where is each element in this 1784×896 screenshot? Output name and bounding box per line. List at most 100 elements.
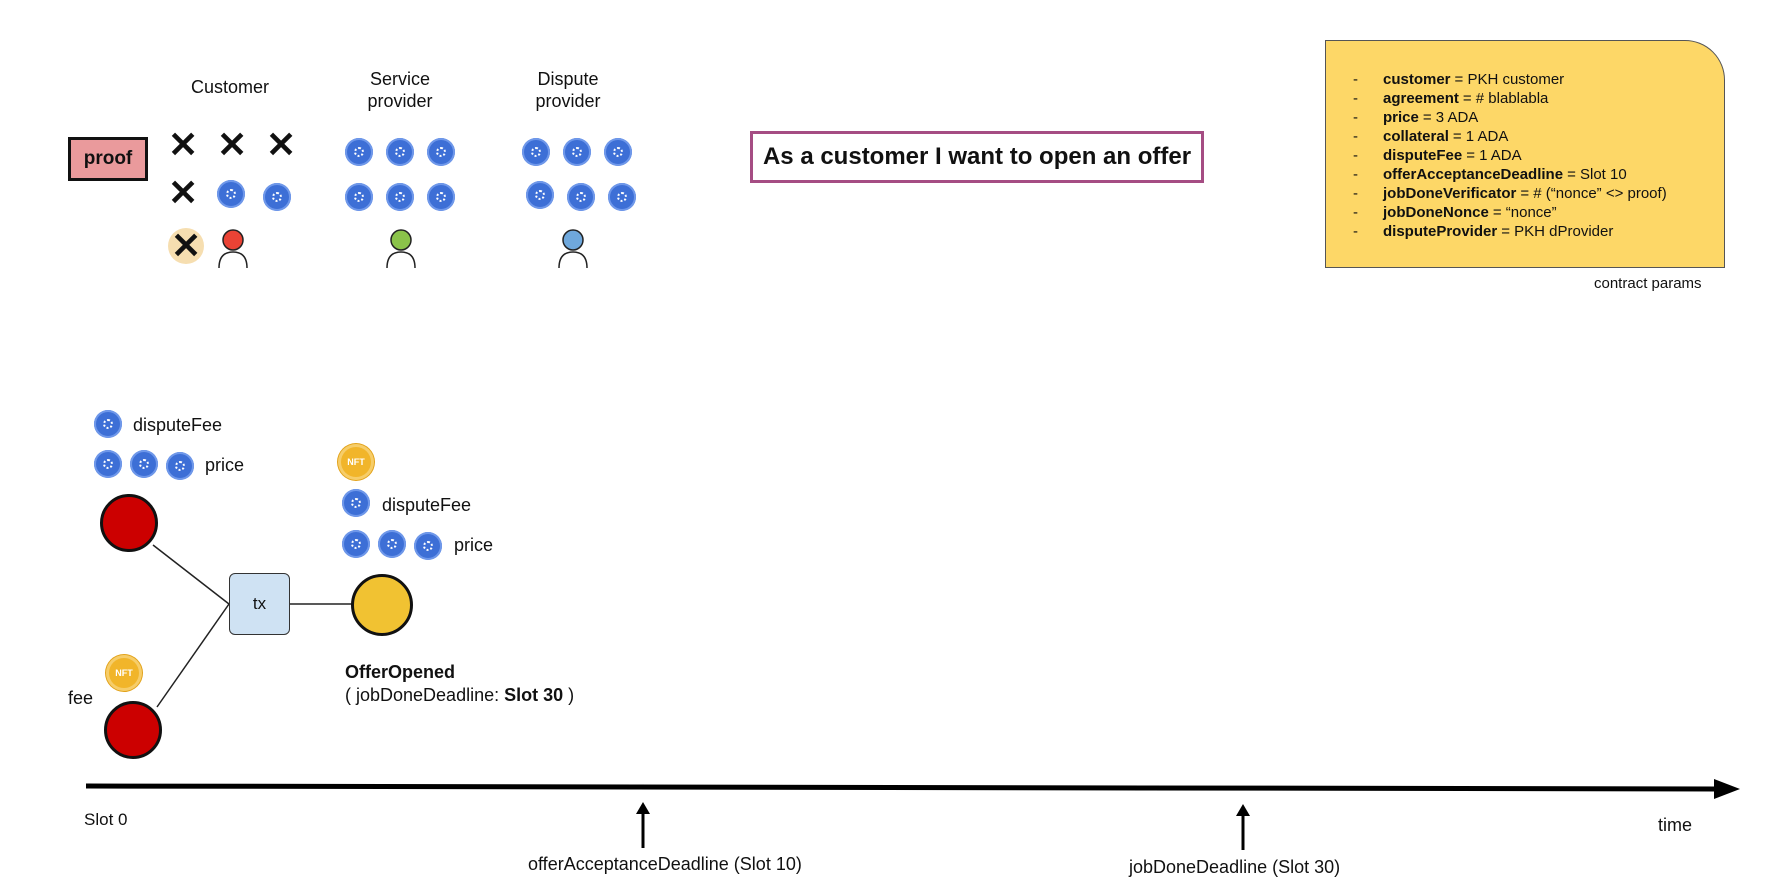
param-key: disputeFee (1383, 147, 1463, 164)
ada-coin-icon (342, 530, 370, 558)
timeline-line (85, 783, 1719, 792)
ada-coin-icon (345, 138, 373, 166)
scenario-headline-text: As a customer I want to open an offer (762, 143, 1192, 170)
proof-label: proof (83, 148, 133, 169)
param-key: jobDoneNonce (1383, 204, 1489, 221)
ada-coin-icon (427, 138, 455, 166)
param-row: - collateral= 1 ADA (1353, 127, 1724, 146)
ada-coin-icon (342, 489, 370, 517)
ada-coin-icon (567, 183, 595, 211)
output-dispute-fee-label: disputeFee (382, 495, 472, 515)
param-row: - jobDoneVerificator= # (“nonce” <> proof… (1353, 184, 1724, 203)
output-price-label: price (454, 535, 494, 555)
ada-coin-icon (386, 138, 414, 166)
cross-icon: ✕ (266, 124, 297, 165)
param-value: = # (“nonce” <> proof) (1520, 185, 1667, 202)
param-value: = # blablabla (1462, 90, 1549, 107)
cross-icon: ✕ (171, 225, 202, 266)
input-edge (152, 544, 230, 605)
param-key: disputeProvider (1383, 223, 1498, 240)
bullet: - (1353, 204, 1358, 221)
contract-params-caption: contract params (1594, 275, 1702, 292)
ada-coin-icon (263, 183, 291, 211)
bullet: - (1353, 90, 1358, 107)
nft-label: NFT (347, 457, 365, 467)
ada-coin-icon (414, 532, 442, 560)
input-utxo-2 (104, 701, 162, 759)
param-row: - jobDoneNonce= “nonce” (1353, 203, 1724, 222)
param-value: = 1 ADA (1452, 128, 1509, 145)
dispute-provider-person-icon (558, 229, 588, 269)
service-provider-person-icon (386, 229, 416, 269)
cross-icon: ✕ (168, 124, 199, 165)
param-row: - price= 3 ADA (1353, 108, 1724, 127)
param-row: - agreement= # blablabla (1353, 89, 1724, 108)
ada-coin-icon (563, 138, 591, 166)
param-value: = 3 ADA (1422, 109, 1479, 126)
param-key: agreement (1383, 90, 1459, 107)
param-key: price (1383, 109, 1419, 126)
service-provider-label: Service provider (367, 69, 433, 111)
param-key: collateral (1383, 128, 1449, 145)
input-edge (156, 603, 230, 708)
detail-suffix: ) (563, 685, 575, 705)
proof-box: proof (68, 137, 148, 181)
bullet: - (1353, 109, 1358, 126)
timeline-end-label: time (1658, 815, 1693, 835)
bullet: - (1353, 128, 1358, 145)
offer-acceptance-deadline-marker: offerAcceptanceDeadline (Slot 10) (528, 854, 802, 874)
detail-prefix: ( jobDoneDeadline: (345, 685, 505, 705)
ada-coin-icon (604, 138, 632, 166)
nft-token-icon: NFT (106, 655, 142, 691)
input-utxo-1 (100, 494, 158, 552)
param-value: = Slot 10 (1567, 166, 1627, 183)
ada-coin-icon (608, 183, 636, 211)
detail-slot: Slot 30 (504, 685, 564, 705)
customer-person-icon (218, 229, 248, 269)
param-value: = PKH dProvider (1501, 223, 1614, 240)
cross-icon: ✕ (217, 124, 248, 165)
ada-coin-icon (166, 452, 194, 480)
bullet: - (1353, 223, 1358, 240)
nft-token-icon: NFT (338, 444, 374, 480)
param-value: = 1 ADA (1466, 147, 1522, 164)
scenario-headline: As a customer I want to open an offer (750, 131, 1204, 183)
cross-icon: ✕ (168, 172, 199, 213)
param-row: - disputeProvider= PKH dProvider (1353, 222, 1724, 241)
bullet: - (1353, 185, 1358, 202)
arrow-up-icon (1236, 804, 1250, 816)
param-row: - disputeFee= 1 ADA (1353, 146, 1724, 165)
arrow-up-icon (636, 802, 650, 814)
ada-coin-icon (378, 530, 406, 558)
contract-params-card: - customer= PKH customer - agreement= # bl… (1325, 40, 1725, 268)
ada-coin-icon (427, 183, 455, 211)
bullet: - (1353, 71, 1358, 88)
ada-coin-icon (386, 183, 414, 211)
input-dispute-fee-label: disputeFee (133, 415, 223, 435)
tx-box: tx (229, 573, 290, 635)
ada-coin-icon (217, 180, 245, 208)
bullet: - (1353, 147, 1358, 164)
bullet: - (1353, 166, 1358, 183)
output-state-label: OfferOpened (345, 662, 456, 682)
param-value: = PKH customer (1454, 71, 1565, 88)
dispute-provider-label: Dispute provider (535, 69, 601, 111)
param-row: - customer= PKH customer (1353, 70, 1724, 89)
ada-coin-icon (94, 450, 122, 478)
param-key: offerAcceptanceDeadline (1383, 166, 1564, 183)
ada-coin-icon (130, 450, 158, 478)
param-key: jobDoneVerificator (1383, 185, 1517, 202)
param-key: customer (1383, 71, 1451, 88)
ada-coin-icon (94, 410, 122, 438)
param-value: = “nonce” (1492, 204, 1557, 221)
nft-label: NFT (115, 668, 133, 678)
input-price-label: price (205, 455, 245, 475)
ada-coin-icon (345, 183, 373, 211)
timeline-arrowhead (1714, 779, 1740, 799)
fee-label: fee (68, 688, 94, 708)
output-utxo (351, 574, 413, 636)
tx-label: tx (252, 594, 267, 613)
job-done-deadline-marker: jobDoneDeadline (Slot 30) (1129, 857, 1341, 877)
